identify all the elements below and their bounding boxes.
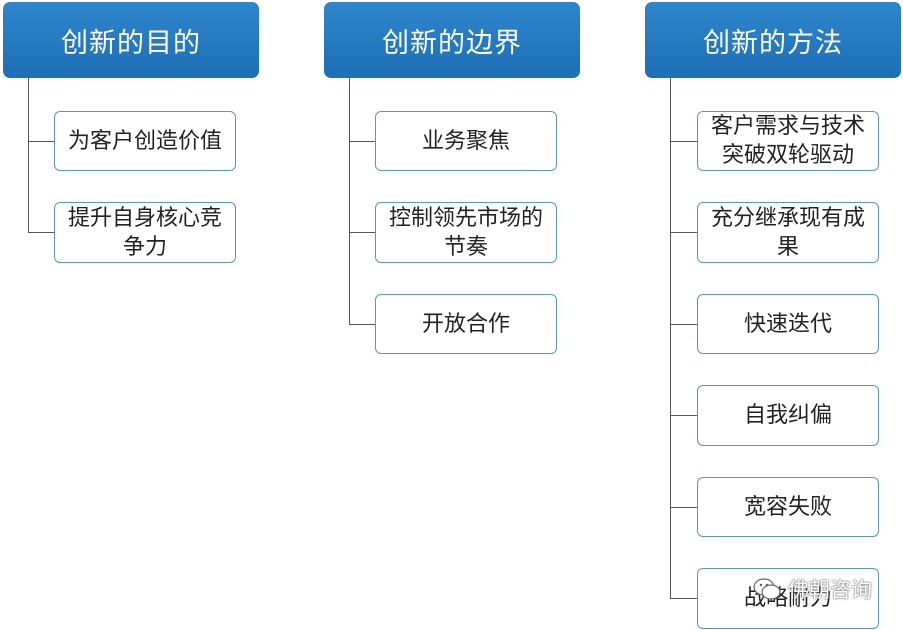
node-market-pace: 控制领先市场的节奏 bbox=[375, 202, 557, 263]
connector-branch bbox=[670, 598, 697, 599]
node-fast-iteration: 快速迭代 bbox=[697, 294, 879, 354]
connector-branch bbox=[28, 232, 54, 233]
node-core-competitiveness: 提升自身核心竞争力 bbox=[54, 202, 236, 263]
watermark-text: 佛朝咨询 bbox=[788, 578, 872, 602]
connector-branch bbox=[28, 141, 54, 142]
connector-trunk-3 bbox=[670, 78, 671, 599]
header-boundary: 创新的边界 bbox=[324, 2, 580, 78]
connector-branch bbox=[349, 141, 375, 142]
connector-branch bbox=[670, 141, 697, 142]
header-method: 创新的方法 bbox=[645, 2, 901, 78]
connector-branch bbox=[670, 324, 697, 325]
connector-trunk-1 bbox=[28, 78, 29, 233]
connector-branch bbox=[349, 232, 375, 233]
connector-trunk-2 bbox=[349, 78, 350, 325]
node-tolerate-failure: 宽容失败 bbox=[697, 477, 879, 537]
connector-branch bbox=[670, 507, 697, 508]
connector-branch bbox=[670, 415, 697, 416]
connector-branch bbox=[670, 232, 697, 233]
node-inherit-results: 充分继承现有成果 bbox=[697, 202, 879, 263]
node-open-cooperation: 开放合作 bbox=[375, 294, 557, 354]
connector-branch bbox=[349, 324, 375, 325]
node-dual-drive: 客户需求与技术突破双轮驱动 bbox=[697, 111, 879, 171]
node-create-value: 为客户创造价值 bbox=[54, 111, 236, 171]
wechat-icon bbox=[753, 578, 781, 600]
node-self-correction: 自我纠偏 bbox=[697, 385, 879, 446]
header-purpose: 创新的目的 bbox=[3, 2, 259, 78]
watermark: 佛朝咨询 bbox=[752, 574, 872, 604]
node-business-focus: 业务聚焦 bbox=[375, 111, 557, 171]
